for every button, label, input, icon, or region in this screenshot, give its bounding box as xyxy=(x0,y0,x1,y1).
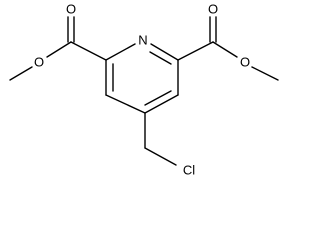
bond-left-ester-oxygen-methyl xyxy=(9,66,33,81)
atom-labels: N O O O O Cl xyxy=(34,2,250,178)
bond-ring-c5-c4 xyxy=(144,94,179,114)
left-carbonyl-oxygen-label: O xyxy=(66,2,76,17)
bond-c6-right-carbonyl-carbon xyxy=(177,41,214,61)
bond-left-carbon-ester-oxygen xyxy=(46,41,72,58)
bond-ring-c2-n xyxy=(105,43,136,61)
right-ester-oxygen-label: O xyxy=(240,55,250,70)
ring-nitrogen-label: N xyxy=(138,33,147,48)
molecule-drawing: N O O O O Cl xyxy=(9,2,279,178)
bond-right-carbon-ester-oxygen xyxy=(212,41,238,58)
bond-ring-c4-c3 xyxy=(105,94,146,114)
bond-ring-n-c6 xyxy=(150,43,179,61)
bond-right-ester-oxygen-methyl xyxy=(251,66,279,81)
bond-ring-c5-c4-inner xyxy=(144,90,172,106)
bond-ch2-cl xyxy=(144,147,177,166)
chlorine-label: Cl xyxy=(183,163,195,178)
chemical-structure-diagram: N O O O O Cl xyxy=(9,2,279,178)
right-carbonyl-oxygen-label: O xyxy=(208,2,218,17)
left-ester-oxygen-label: O xyxy=(34,55,44,70)
bonds xyxy=(9,16,279,166)
bond-c2-left-carbonyl-carbon xyxy=(70,41,107,61)
bond-ring-n-c6-inner xyxy=(149,51,172,65)
